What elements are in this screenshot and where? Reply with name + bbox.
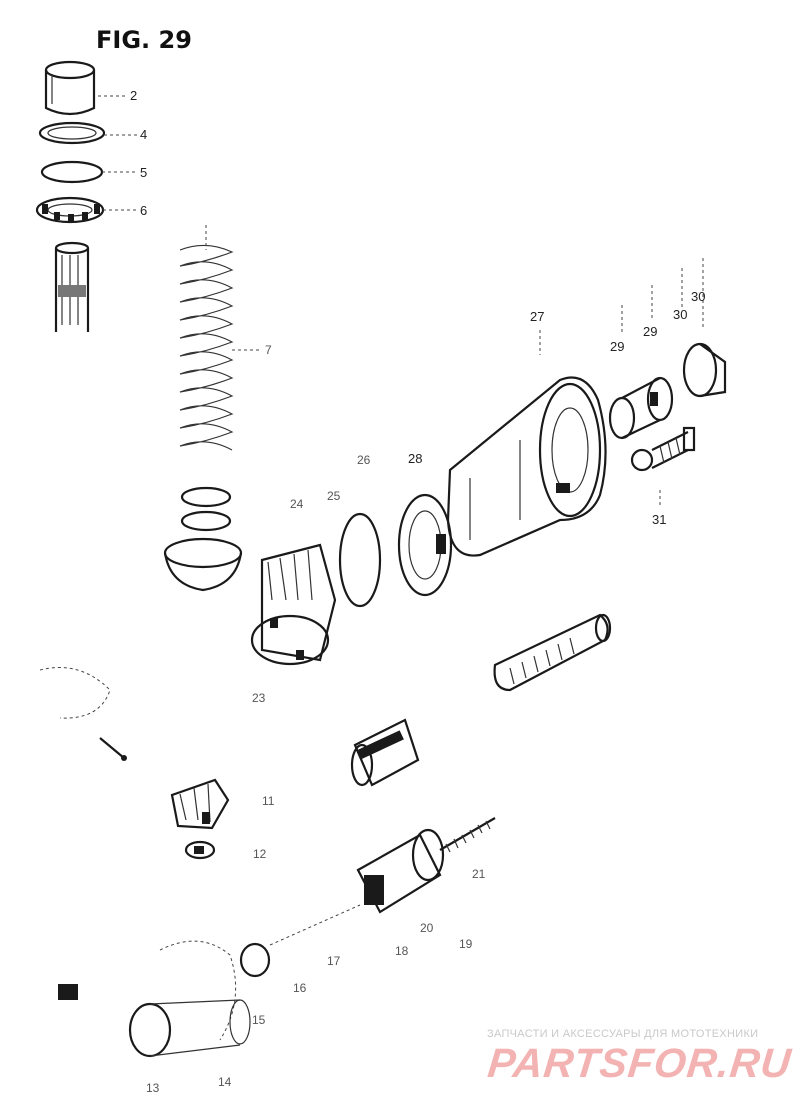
callout-28: 28 [408,451,423,466]
callout-6: 6 [140,203,148,218]
callout-27: 27 [530,309,545,324]
figure-title: FIG. 29 [96,26,192,54]
part-gear-11 [170,778,230,830]
callout-31: 31 [652,512,667,527]
callout-24: 24 [290,497,304,511]
callout-15: 15 [252,1013,266,1027]
callout-7: 7 [265,343,272,357]
part-sleeve-mid [350,718,420,787]
part-coil-spring [179,225,234,451]
part-housing [446,376,607,557]
part-gear-13-15 [128,940,251,1058]
leader-lines [98,95,704,508]
part-link-17 [269,904,361,946]
callout-13: 13 [146,1081,160,1095]
callout-20: 20 [420,921,434,935]
part-bolt-31 [630,426,696,472]
part-ring-5 [40,160,104,184]
callout-5: 5 [140,165,148,180]
part-drive-shaft [493,613,612,692]
callout-19: 19 [459,937,473,951]
part-splined-shaft [54,241,90,332]
part-cup [163,537,243,592]
callout-30-b: 30 [691,289,706,304]
part-bearing-6 [35,196,105,224]
callout-29-a: 29 [610,339,625,354]
callout-16: 16 [293,981,307,995]
callout-23: 23 [252,691,266,705]
callout-17: 17 [327,954,341,968]
callout-12: 12 [253,847,267,861]
watermark-tagline: ЗАПЧАСТИ И АКСЕССУАРЫ ДЛЯ МОТОТЕХНИКИ [487,1028,759,1040]
callout-14: 14 [218,1075,232,1089]
part-bevel-gear [250,543,337,666]
callout-18: 18 [395,944,409,958]
callout-11: 11 [262,794,275,808]
callout-2: 2 [130,88,138,103]
callout-21: 21 [472,867,486,881]
part-clutch-assembly [356,817,496,914]
part-sleeve [44,60,96,116]
part-rings-8-9 [180,486,232,532]
part-bushings-29-30 [608,342,727,440]
part-outline-23 [39,667,111,719]
callout-25: 25 [327,489,341,503]
callout-26: 26 [357,453,371,467]
part-ring-25 [338,512,382,608]
watermark-logo: PARTSFOR.RU [485,1040,794,1086]
callout-4: 4 [140,127,148,142]
callout-30-a: 30 [673,307,688,322]
part-snap-ring-16 [239,942,271,978]
part-small-bottom-left [58,984,78,1000]
part-bearing-28 [397,493,453,597]
part-pin [99,737,127,761]
part-nut-12 [184,840,216,860]
callout-29-b: 29 [643,324,658,339]
part-washer-4 [38,121,106,145]
